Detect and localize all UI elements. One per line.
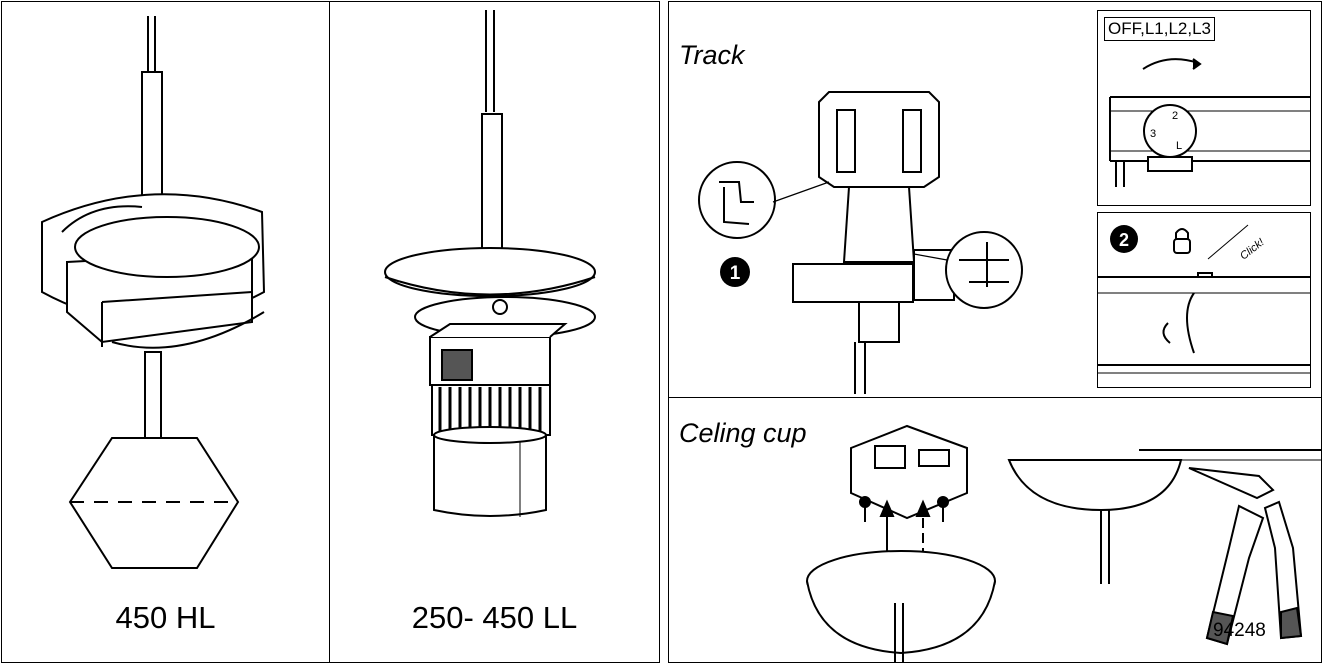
phase-switch-drawing: 2 3 L: [1109, 58, 1310, 187]
phase-switch-inset: OFF,L1,L2,L3 2 3 L: [1097, 10, 1311, 206]
panel-ceiling-cup: Celing cup: [668, 397, 1322, 663]
ll-illustration: [384, 10, 596, 517]
panel-250-450-ll: 250- 450 LL: [329, 1, 660, 663]
track-title: Track: [679, 40, 745, 70]
dial-mark-3: 3: [1150, 128, 1156, 140]
tool-code: 94248: [1213, 620, 1266, 641]
click-lock-drawing: 2: [1098, 224, 1310, 374]
ceiling-illustration: [806, 424, 1321, 662]
click-lock-inset: 2 Click!: [1097, 212, 1311, 388]
dial-mark-2: 2: [1172, 110, 1178, 122]
step-2-number: 2: [1119, 230, 1129, 250]
panel-track: Track 1 OFF,L1,L2,L3: [668, 1, 1322, 399]
dial-mark-l: L: [1176, 140, 1182, 152]
phase-switch-label: OFF,L1,L2,L3: [1104, 17, 1216, 41]
hl-illustration: [41, 16, 266, 569]
ll-caption: 250- 450 LL: [411, 600, 578, 635]
step-1-number: 1: [730, 263, 741, 284]
hl-caption: 450 HL: [115, 600, 216, 635]
panel-450-hl: 450 HL: [1, 1, 330, 663]
ceiling-title: Celing cup: [679, 418, 807, 448]
track-illustration: 1: [698, 91, 1023, 394]
